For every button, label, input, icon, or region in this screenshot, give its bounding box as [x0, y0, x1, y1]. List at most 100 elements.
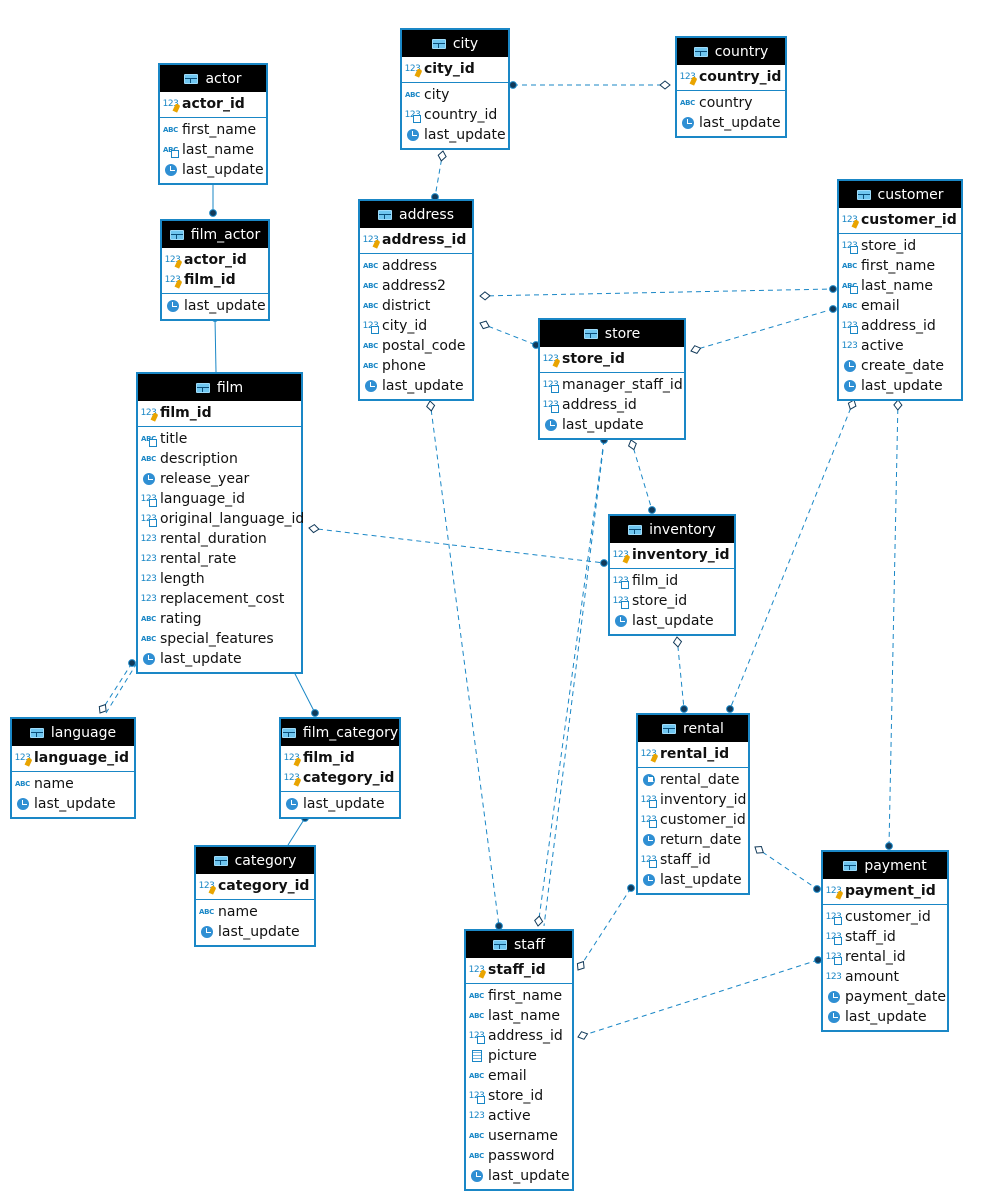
table-header[interactable]: film	[138, 374, 301, 401]
inventory-last-update-column[interactable]: last_update	[610, 611, 734, 631]
city-last-update-column[interactable]: last_update	[402, 125, 508, 145]
staff-first-name-column[interactable]: first_name	[466, 986, 572, 1006]
payment-payment-id-column[interactable]: payment_id	[823, 881, 947, 901]
table-language[interactable]: languagelanguage_idnamelast_update	[10, 717, 136, 819]
film-last-update-column[interactable]: last_update	[138, 649, 301, 669]
customer-address-id-column[interactable]: address_id	[839, 316, 961, 336]
film-rental-rate-column[interactable]: rental_rate	[138, 549, 301, 569]
relationship-film-film-actor[interactable]	[214, 317, 217, 373]
actor-last-update-column[interactable]: last_update	[160, 160, 266, 180]
table-header[interactable]: film_category	[281, 719, 399, 746]
category-category-id-column[interactable]: category_id	[196, 876, 314, 896]
customer-last-name-column[interactable]: last_name	[839, 276, 961, 296]
film_actor-actor-id-column[interactable]: actor_id	[162, 250, 268, 270]
store-last-update-column[interactable]: last_update	[540, 415, 684, 435]
relationship-rental-payment[interactable]	[754, 846, 818, 890]
payment-staff-id-column[interactable]: staff_id	[823, 927, 947, 947]
category-name-column[interactable]: name	[196, 902, 314, 922]
table-header[interactable]: payment	[823, 852, 947, 879]
payment-payment-date-column[interactable]: payment_date	[823, 987, 947, 1007]
table-category[interactable]: categorycategory_idnamelast_update	[194, 845, 316, 947]
inventory-store-id-column[interactable]: store_id	[610, 591, 734, 611]
relationship-staff-payment[interactable]	[577, 959, 819, 1038]
customer-store-id-column[interactable]: store_id	[839, 236, 961, 256]
address-address2-column[interactable]: address2	[360, 276, 472, 296]
rental-rental-id-column[interactable]: rental_id	[638, 744, 748, 764]
rental-rental-date-column[interactable]: rental_date	[638, 770, 748, 790]
table-header[interactable]: store	[540, 320, 684, 347]
rental-customer-id-column[interactable]: customer_id	[638, 810, 748, 830]
table-header[interactable]: city	[402, 30, 508, 57]
table-header[interactable]: actor	[160, 65, 266, 92]
staff-email-column[interactable]: email	[466, 1066, 572, 1086]
film_category-last-update-column[interactable]: last_update	[281, 794, 399, 814]
country-last-update-column[interactable]: last_update	[677, 113, 785, 133]
relationship-customer-payment[interactable]	[888, 399, 899, 847]
table-header[interactable]: film_actor	[162, 221, 268, 248]
payment-last-update-column[interactable]: last_update	[823, 1007, 947, 1027]
payment-rental-id-column[interactable]: rental_id	[823, 947, 947, 967]
relationship-city-address[interactable]	[434, 150, 444, 198]
film-title-column[interactable]: title	[138, 429, 301, 449]
language-language-id-column[interactable]: language_id	[12, 748, 134, 768]
table-customer[interactable]: customercustomer_idstore_idfirst_namelas…	[837, 179, 963, 401]
city-country-id-column[interactable]: country_id	[402, 105, 508, 125]
customer-create-date-column[interactable]: create_date	[839, 356, 961, 376]
relationship-category-film-category[interactable]	[287, 817, 306, 846]
customer-email-column[interactable]: email	[839, 296, 961, 316]
rental-staff-id-column[interactable]: staff_id	[638, 850, 748, 870]
store-store-id-column[interactable]: store_id	[540, 349, 684, 369]
staff-picture-column[interactable]: picture	[466, 1046, 572, 1066]
relationship-film-inventory[interactable]	[308, 527, 605, 564]
rental-inventory-id-column[interactable]: inventory_id	[638, 790, 748, 810]
table-address[interactable]: addressaddress_idaddressaddress2district…	[358, 199, 474, 401]
staff-last-name-column[interactable]: last_name	[466, 1006, 572, 1026]
city-city-column[interactable]: city	[402, 85, 508, 105]
table-header[interactable]: address	[360, 201, 472, 228]
language-name-column[interactable]: name	[12, 774, 134, 794]
address-postal-code-column[interactable]: postal_code	[360, 336, 472, 356]
relationship-customer-rental[interactable]	[729, 399, 855, 710]
table-country[interactable]: countrycountry_idcountrylast_update	[675, 36, 787, 138]
film-length-column[interactable]: length	[138, 569, 301, 589]
staff-password-column[interactable]: password	[466, 1146, 572, 1166]
address-address-id-column[interactable]: address_id	[360, 230, 472, 250]
film-rating-column[interactable]: rating	[138, 609, 301, 629]
relationship-language-film[interactable]	[105, 662, 138, 714]
payment-amount-column[interactable]: amount	[823, 967, 947, 987]
film-release-year-column[interactable]: release_year	[138, 469, 301, 489]
table-film[interactable]: filmfilm_idtitledescriptionrelease_yearl…	[136, 372, 304, 674]
table-header[interactable]: rental	[638, 715, 748, 742]
rental-return-date-column[interactable]: return_date	[638, 830, 748, 850]
relationship-staff-rental[interactable]	[577, 887, 632, 971]
language-last-update-column[interactable]: last_update	[12, 794, 134, 814]
address-address-column[interactable]: address	[360, 256, 472, 276]
film-special-features-column[interactable]: special_features	[138, 629, 301, 649]
table-header[interactable]: country	[677, 38, 785, 65]
film_category-film-id-column[interactable]: film_id	[281, 748, 399, 768]
film-rental-duration-column[interactable]: rental_duration	[138, 529, 301, 549]
category-last-update-column[interactable]: last_update	[196, 922, 314, 942]
staff-username-column[interactable]: username	[466, 1126, 572, 1146]
film-film-id-column[interactable]: film_id	[138, 403, 301, 423]
city-city-id-column[interactable]: city_id	[402, 59, 508, 79]
address-district-column[interactable]: district	[360, 296, 472, 316]
relationship-store-customer[interactable]	[690, 308, 834, 352]
relationship-address-staff[interactable]	[429, 400, 500, 927]
film-description-column[interactable]: description	[138, 449, 301, 469]
customer-customer-id-column[interactable]: customer_id	[839, 210, 961, 230]
address-city-id-column[interactable]: city_id	[360, 316, 472, 336]
table-rental[interactable]: rentalrental_id rental_dateinventory_idcu…	[636, 713, 750, 895]
table-header[interactable]: staff	[466, 931, 572, 958]
film-language-id-column[interactable]: language_id	[138, 489, 301, 509]
customer-last-update-column[interactable]: last_update	[839, 376, 961, 396]
country-country-column[interactable]: country	[677, 93, 785, 113]
table-staff[interactable]: staffstaff_idfirst_namelast_nameaddress_…	[464, 929, 574, 1191]
country-country-id-column[interactable]: country_id	[677, 67, 785, 87]
table-header[interactable]: inventory	[610, 516, 734, 543]
table-store[interactable]: storestore_idmanager_staff_idaddress_idl…	[538, 318, 686, 440]
relationship-store-staff[interactable]	[537, 439, 605, 927]
table-film-category[interactable]: film_categoryfilm_idcategory_idlast_upda…	[279, 717, 401, 819]
staff-staff-id-column[interactable]: staff_id	[466, 960, 572, 980]
